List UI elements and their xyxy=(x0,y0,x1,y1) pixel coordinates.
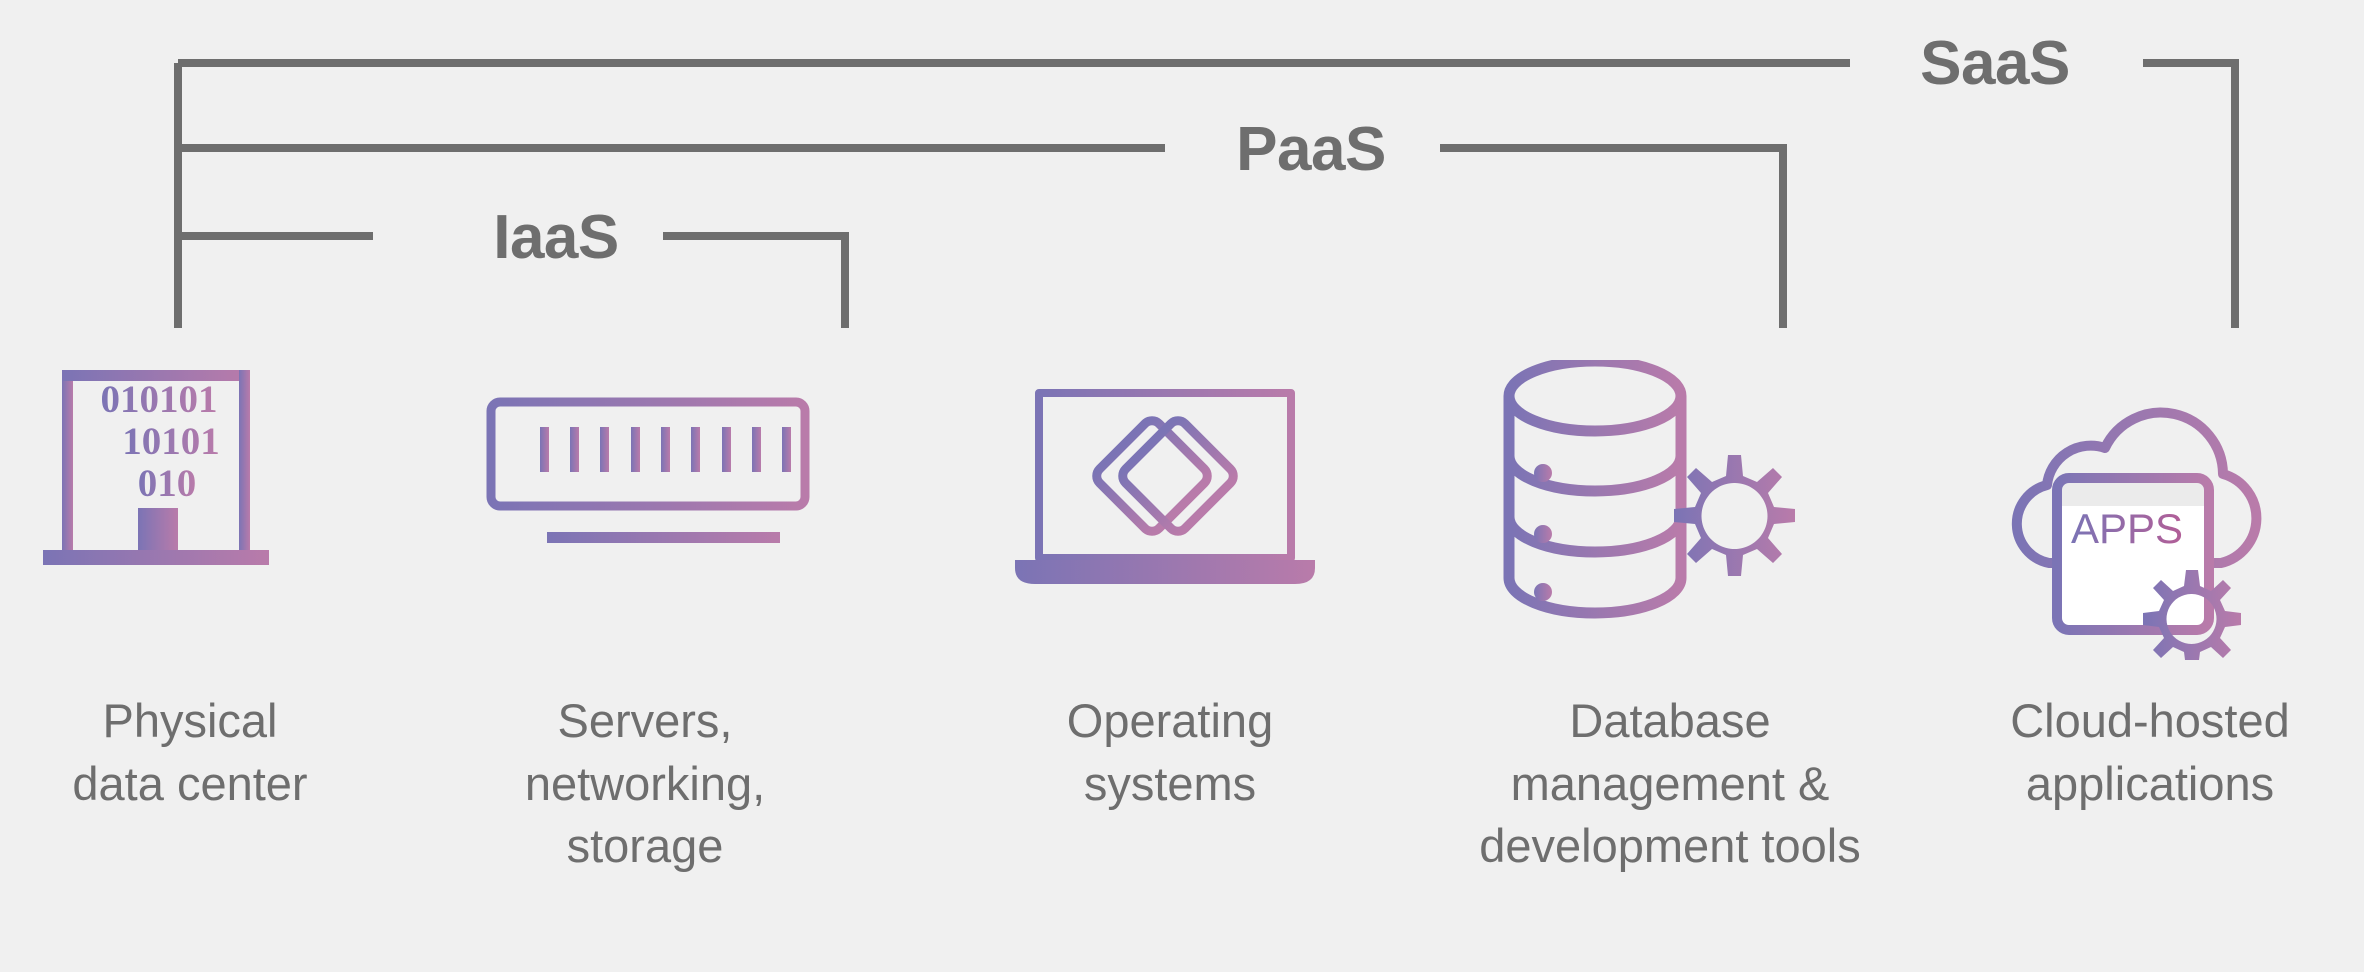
os-diamond-right xyxy=(1118,416,1238,536)
laptop-screen xyxy=(1035,389,1295,562)
bracket-iaas-right-segment xyxy=(663,232,849,328)
binary-line-1: 010101 xyxy=(101,378,218,421)
caption-cloud-apps: Cloud-hosted applications xyxy=(1940,690,2360,815)
os-diamond-left xyxy=(1092,416,1212,536)
apps-window xyxy=(2052,473,2214,635)
apps-window-label: APPS xyxy=(2071,505,2183,552)
icon-slot-servers xyxy=(455,360,835,660)
cloud-outline xyxy=(2011,407,2262,568)
cloud-apps-gear xyxy=(2143,570,2241,660)
caption-line: data center xyxy=(72,756,308,810)
caption-line: systems xyxy=(1083,756,1257,810)
tier-label-paas: PaaS xyxy=(1236,115,1386,184)
icon-slot-operating-systems xyxy=(1005,360,1325,660)
database-cylinder xyxy=(1503,360,1687,619)
caption-servers: Servers, networking, storage xyxy=(460,690,830,878)
laptop-os-icon xyxy=(1015,389,1315,584)
caption-line: networking, xyxy=(524,756,766,810)
caption-line: Database xyxy=(1569,694,1771,747)
caption-database: Database management & development tools xyxy=(1380,690,1960,878)
caption-line: development tools xyxy=(1479,819,1861,872)
caption-line: storage xyxy=(566,819,724,872)
caption-line: Servers, xyxy=(557,694,733,747)
icon-slot-physical-data-center: 010101 10101 010 xyxy=(40,360,330,660)
caption-line: Cloud-hosted xyxy=(2010,694,2290,747)
caption-line: applications xyxy=(2025,756,2275,810)
database-gear-icon xyxy=(1503,360,1795,619)
binary-line-3: 010 xyxy=(138,462,197,505)
icon-row: 010101 10101 010 xyxy=(0,360,2364,660)
bracket-saas-right-segment xyxy=(2143,59,2239,328)
data-center-icon: 010101 10101 010 xyxy=(43,370,269,565)
caption-line: Operating xyxy=(1066,694,1274,747)
tier-label-iaas: IaaS xyxy=(493,203,619,272)
database-indicator-dots xyxy=(1534,464,1552,601)
caption-line: Physical xyxy=(102,694,278,747)
binary-text-group: 010101 10101 010 xyxy=(101,378,220,505)
icon-slot-database xyxy=(1485,360,1835,660)
database-gear xyxy=(1674,455,1795,576)
server-slot-group xyxy=(540,427,791,472)
icon-slot-cloud-apps: APPS xyxy=(1955,360,2305,660)
caption-physical-data-center: Physical data center xyxy=(0,690,380,815)
server-body xyxy=(486,397,810,511)
cloud-apps-icon: APPS xyxy=(2011,407,2262,660)
caption-line: management & xyxy=(1510,756,1830,810)
server-rack-icon xyxy=(486,397,810,543)
laptop-base xyxy=(1015,560,1315,584)
caption-operating-systems: Operating systems xyxy=(985,690,1355,815)
tier-label-saas: SaaS xyxy=(1920,29,2070,98)
bracket-paas-right-segment xyxy=(1440,144,1787,328)
binary-line-2: 10101 xyxy=(122,420,220,463)
server-base-bar xyxy=(547,532,780,543)
